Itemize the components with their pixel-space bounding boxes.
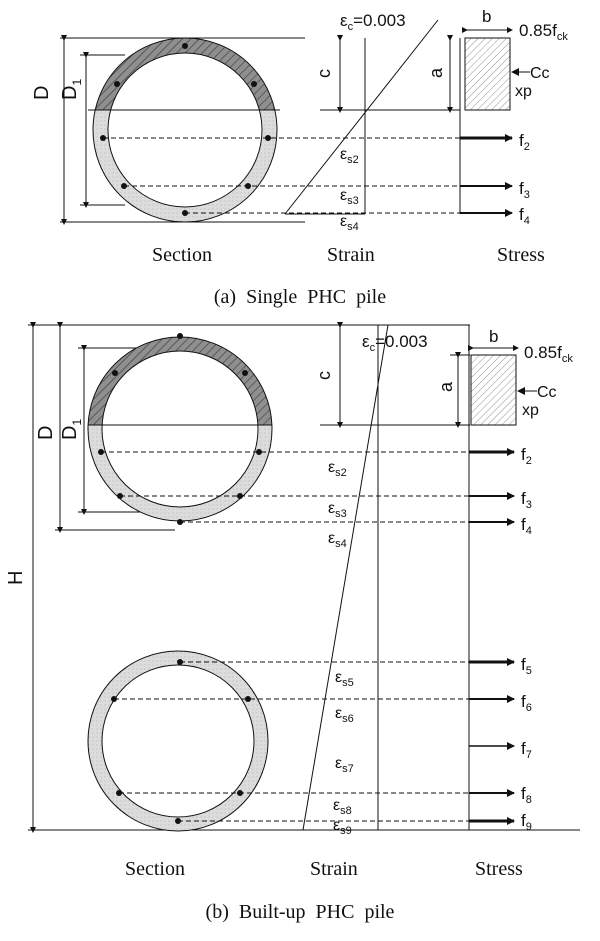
stress-top-label: 0.85fck xyxy=(519,21,568,43)
force-label: f7 xyxy=(521,739,532,761)
stress-a: a b 0.85fck Cc xp xyxy=(426,7,568,214)
dim-a-label: a xyxy=(426,67,446,78)
dim-b-label: b xyxy=(489,327,498,346)
stress-b: a b 0.85fck Cc xp xyxy=(436,325,573,830)
dim-b-label: b xyxy=(482,7,491,26)
force-label: f2 xyxy=(519,131,530,153)
cc-label: Cc xyxy=(537,384,557,401)
dim-D1-label: D1 xyxy=(59,79,84,100)
strain-label: εs2 xyxy=(340,146,359,166)
strain-label: εs4 xyxy=(340,213,359,233)
col-label-stress: Stress xyxy=(475,858,523,880)
strain-b: c εc=0.003 xyxy=(302,322,470,831)
force-label: f5 xyxy=(521,655,532,677)
strain-label: εs4 xyxy=(328,530,347,550)
panel-b: H D D1 xyxy=(5,322,580,923)
strain-label: εs5 xyxy=(335,669,354,689)
cc-label: Cc xyxy=(530,65,550,82)
force-label: f8 xyxy=(521,784,532,806)
force-label: f3 xyxy=(519,179,530,201)
rebar-dots xyxy=(98,333,262,525)
col-label-strain: Strain xyxy=(310,858,358,880)
strain-label: εs2 xyxy=(328,459,347,479)
steel-layers-b: f2 f3 f4 f5 f6 f7 f8 f9 εs2 εs3 εs4 εs5 … xyxy=(101,445,532,837)
col-label-stress: Stress xyxy=(497,244,545,266)
strain-label: εs9 xyxy=(333,817,352,837)
strain-a: c εc=0.003 xyxy=(284,11,460,215)
col-label-section: Section xyxy=(152,244,212,266)
strain-label: εs7 xyxy=(335,755,354,775)
section-b-upper xyxy=(87,333,273,525)
force-label: f9 xyxy=(521,811,532,833)
force-label: f6 xyxy=(521,692,532,714)
strain-top-label: εc=0.003 xyxy=(340,11,406,33)
caption-a: (a) Single PHC pile xyxy=(214,286,386,308)
section-a xyxy=(88,37,280,223)
strain-label: εs3 xyxy=(328,500,347,520)
dim-D-label: D xyxy=(35,426,57,440)
panel-a: D D1 c ε xyxy=(31,7,568,308)
force-label: f2 xyxy=(521,445,532,467)
force-label: f3 xyxy=(521,489,532,511)
caption-b: (b) Built-up PHC pile xyxy=(206,901,395,923)
strain-top-label: εc=0.003 xyxy=(362,332,428,354)
xp-label: xp xyxy=(522,402,539,419)
steel-layers-a: f2 f3 f4 εs2 εs3 εs4 xyxy=(103,131,530,233)
dim-a-label: a xyxy=(436,381,456,392)
section-b-lower xyxy=(87,650,269,832)
dim-c-label: c xyxy=(314,371,334,380)
strain-label: εs8 xyxy=(333,797,352,817)
xp-label: xp xyxy=(515,83,532,100)
force-label: f4 xyxy=(521,515,532,537)
dim-D1-label: D1 xyxy=(59,419,84,440)
stress-top-label: 0.85fck xyxy=(524,343,573,365)
force-label: f4 xyxy=(519,205,530,227)
strain-label: εs6 xyxy=(335,705,354,725)
dim-D-label: D xyxy=(31,86,53,100)
col-label-strain: Strain xyxy=(327,244,375,266)
dim-c-label: c xyxy=(314,69,334,78)
dim-H-label: H xyxy=(5,571,27,585)
col-label-section: Section xyxy=(125,858,185,880)
strain-label: εs3 xyxy=(340,187,359,207)
